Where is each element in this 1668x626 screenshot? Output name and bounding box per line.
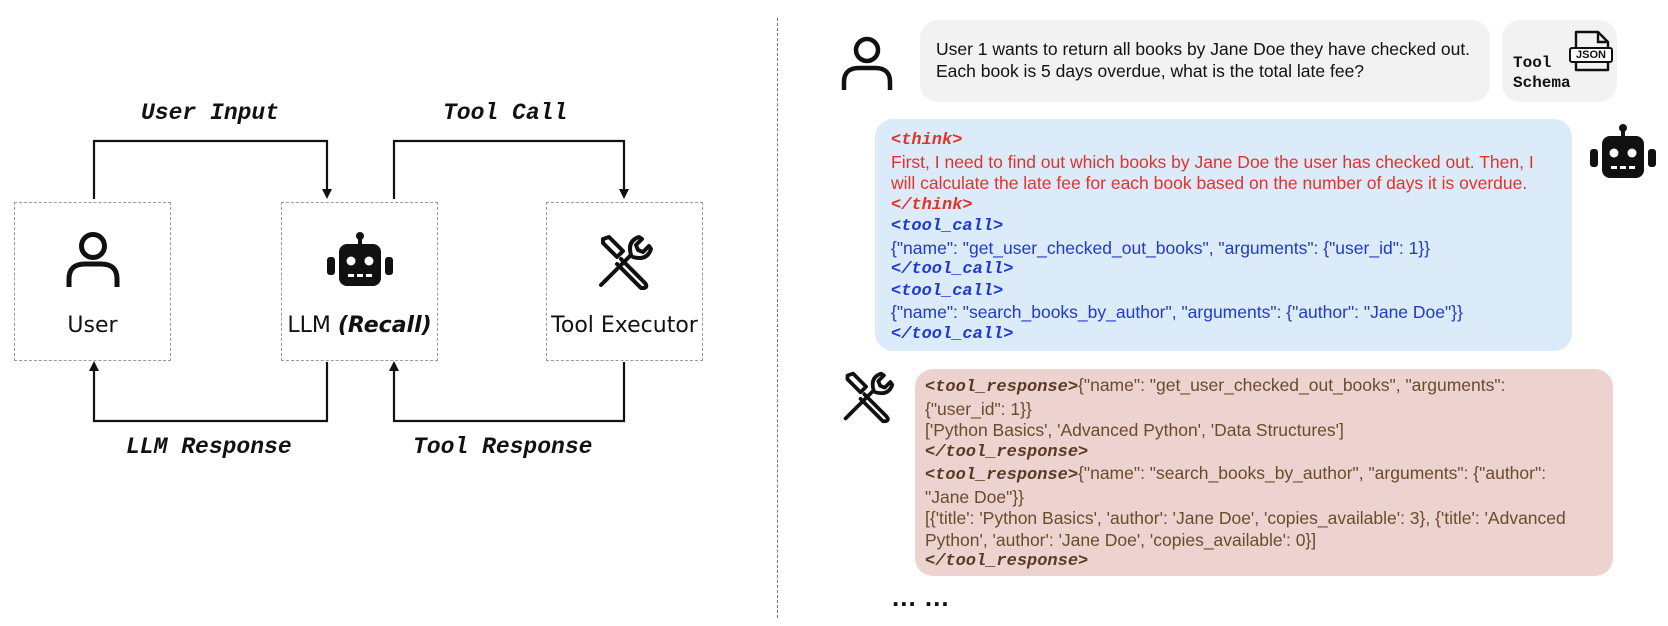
node-user: User	[14, 202, 171, 361]
tool-response-2-open-tag: <tool_response>	[925, 466, 1079, 485]
user-avatar-icon	[840, 36, 894, 97]
label-tool-response: Tool Response	[413, 434, 593, 460]
tool-response-1-line1: <tool_response>{"name": "get_user_checke…	[925, 375, 1506, 397]
json-file-icon: JSON	[1568, 30, 1614, 78]
robot-icon	[325, 231, 395, 294]
recall-emphasis: (Recall)	[337, 313, 432, 338]
tool-call-1-open-tag: <tool_call>	[891, 217, 1004, 236]
tool-call-1-close-tag: </tool_call>	[891, 260, 1014, 279]
tool-call-1-body: {"name": "get_user_checked_out_books", "…	[891, 237, 1431, 258]
tool-response-2-line2: "Jane Doe"}}	[925, 486, 1025, 507]
arrow-tool-response	[389, 361, 626, 423]
continuation-ellipsis: ... ...	[892, 582, 950, 612]
tool-response-1-close-tag: </tool_response>	[925, 442, 1089, 462]
user-message-line2: Each book is 5 days overdue, what is the…	[936, 60, 1365, 81]
tool-schema-box: JSON Tool Schema	[1502, 20, 1617, 102]
assistant-robot-icon	[1588, 123, 1658, 186]
tool-schema-label-1: Tool	[1513, 54, 1552, 72]
tool-response-tools-icon	[840, 368, 896, 429]
tool-response-bubble: <tool_response>{"name": "get_user_checke…	[915, 369, 1613, 576]
node-user-label: User	[67, 313, 118, 338]
tool-call-2-open-tag: <tool_call>	[891, 281, 1004, 301]
label-llm-response: LLM Response	[126, 434, 292, 460]
tool-response-2-line3: [{'title': 'Python Basics', 'author': 'J…	[925, 508, 1566, 528]
node-tool-executor: Tool Executor	[546, 202, 703, 361]
think-line2: will calculate the late fee for each boo…	[891, 173, 1528, 193]
tool-response-2-line4: Python', 'author': 'Jane Doe', 'copies_a…	[925, 529, 1317, 550]
node-tool-label: Tool Executor	[551, 313, 698, 338]
arrow-tool-call	[392, 139, 629, 199]
person-icon	[65, 231, 121, 294]
arrow-llm-response	[89, 361, 329, 423]
json-badge-text: JSON	[1576, 49, 1606, 61]
think-open-tag: <think>	[891, 131, 963, 150]
tool-response-1-line2: {"user_id": 1}}	[925, 398, 1032, 419]
tools-icon	[595, 231, 655, 296]
node-llm-label: LLM (Recall)	[287, 313, 432, 338]
tool-response-1-open-tag: <tool_response>	[925, 378, 1079, 397]
node-llm: LLM (Recall)	[281, 202, 438, 361]
assistant-message-bubble: <think> First, I need to find out which …	[875, 119, 1572, 351]
user-message-line1: User 1 wants to return all books by Jane…	[936, 39, 1471, 59]
label-user-input: User Input	[141, 100, 280, 126]
think-line1: First, I need to find out which books by…	[891, 151, 1534, 172]
tool-schema-label-2: Schema	[1513, 74, 1571, 92]
label-tool-call: Tool Call	[443, 100, 568, 126]
flow-arrows	[89, 139, 629, 423]
panel-divider	[777, 18, 778, 618]
think-close-tag: </think>	[891, 195, 973, 215]
tool-response-2-line1: <tool_response>{"name": "search_books_by…	[925, 463, 1547, 485]
tool-call-2-close-tag: </tool_call>	[891, 324, 1014, 344]
user-message-bubble: User 1 wants to return all books by Jane…	[920, 20, 1490, 102]
tool-response-2-close-tag: </tool_response>	[925, 552, 1089, 571]
tool-response-1-line3: ['Python Basics', 'Advanced Python', 'Da…	[925, 420, 1344, 440]
tool-call-2-body: {"name": "search_books_by_author", "argu…	[891, 302, 1463, 322]
arrow-user-input	[92, 139, 332, 199]
